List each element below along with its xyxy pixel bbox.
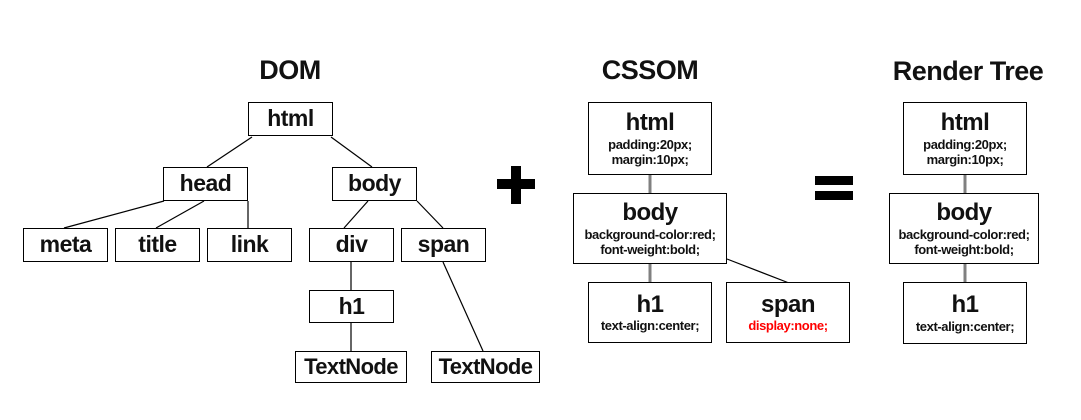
node-label: html [267, 105, 314, 132]
dom-node-html: html [248, 102, 333, 136]
dom-node-textnode-h1: TextNode [295, 351, 407, 383]
edge-head-title [155, 200, 205, 229]
cssom-node-span: span display:none; [726, 282, 850, 343]
dom-node-meta: meta [23, 228, 108, 262]
dom-title: DOM [259, 55, 321, 85]
edge-html-head [206, 136, 253, 168]
dom-node-span: span [401, 228, 486, 262]
node-tag: span [760, 290, 816, 318]
cssom-node-body: body background-color:red; font-weight:b… [573, 193, 727, 264]
node-rule-display-none: display:none; [748, 318, 828, 334]
edge-html-body [330, 136, 373, 168]
plus-operator-icon [497, 166, 535, 204]
cssom-node-html: html padding:20px; margin:10px; [588, 102, 712, 175]
dom-node-link: link [207, 228, 292, 262]
node-label: meta [39, 231, 92, 258]
render-node-html: html padding:20px; margin:10px; [903, 102, 1027, 175]
node-tag: html [625, 109, 675, 137]
node-rule: font-weight:bold; [600, 241, 700, 257]
node-rule: text-align:center; [600, 318, 700, 334]
cssom-title: CSSOM [601, 55, 699, 85]
edge-head-meta [63, 200, 165, 229]
dom-node-head: head [163, 167, 248, 201]
equals-bottom-bar [815, 191, 853, 200]
node-label: body [348, 170, 401, 197]
node-rule: font-weight:bold; [914, 241, 1014, 257]
node-rule: text-align:center; [915, 318, 1015, 334]
node-tag: h1 [636, 290, 664, 318]
render-tree-title: Render Tree [892, 56, 1044, 86]
edge-span-textnode [442, 261, 484, 352]
edge-body-div [343, 200, 369, 229]
node-label: span [417, 231, 470, 258]
node-label: div [335, 231, 368, 258]
node-rule: margin:10px; [611, 151, 689, 167]
node-label: title [138, 231, 177, 258]
dom-node-body: body [332, 167, 417, 201]
edge-cssom-body-span [726, 258, 790, 284]
node-tag: html [940, 109, 990, 137]
node-label: h1 [338, 292, 365, 319]
dom-node-div: div [309, 228, 394, 262]
dom-node-title: title [115, 228, 200, 262]
node-rule: padding:20px; [608, 136, 692, 152]
equals-top-bar [815, 176, 853, 185]
node-tag: h1 [951, 291, 979, 319]
node-label: head [179, 170, 232, 197]
render-node-body: body background-color:red; font-weight:b… [889, 193, 1039, 264]
node-rule: background-color:red; [898, 226, 1030, 242]
equals-operator-icon [815, 176, 853, 200]
node-label: TextNode [438, 353, 533, 379]
node-tag: body [622, 199, 678, 227]
render-node-h1: h1 text-align:center; [903, 282, 1027, 344]
edge-body-span [416, 200, 444, 229]
plus-vertical-bar [511, 166, 521, 204]
node-label: link [230, 231, 269, 258]
dom-node-h1: h1 [309, 290, 394, 323]
dom-node-textnode-span: TextNode [431, 351, 540, 383]
node-rule: padding:20px; [923, 136, 1007, 152]
cssom-node-h1: h1 text-align:center; [588, 282, 712, 343]
node-rule: margin:10px; [926, 151, 1004, 167]
node-tag: body [936, 199, 992, 227]
node-rule: background-color:red; [584, 226, 716, 242]
node-label: TextNode [304, 353, 398, 379]
